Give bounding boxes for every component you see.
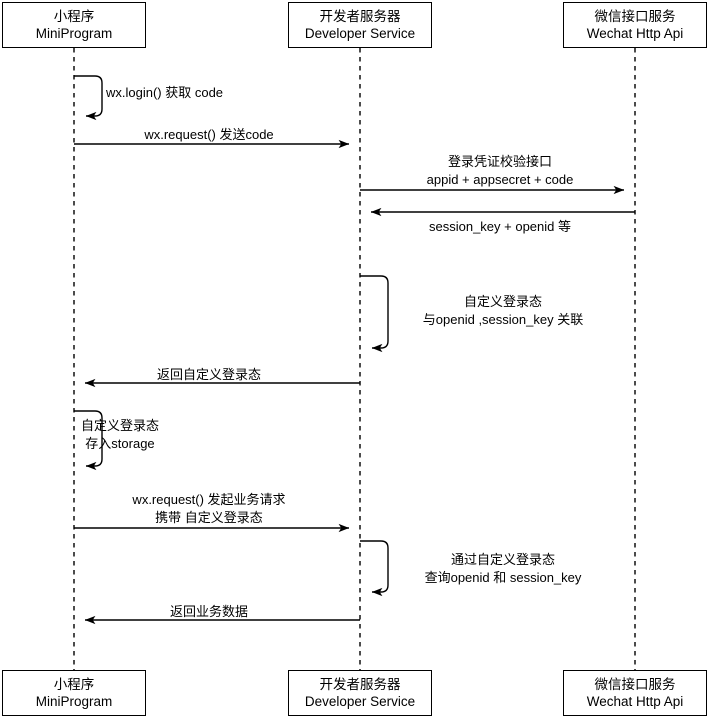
actor-label-cn: 微信接口服务 <box>594 676 676 692</box>
actor-label-en: MiniProgram <box>35 694 113 709</box>
arrow-msg-custom-login-state <box>360 275 389 353</box>
actor-label-en: Wechat Http Api <box>586 26 684 41</box>
actor-label-cn: 开发者服务器 <box>319 676 401 692</box>
actor-box-wechat-http-api-bottom[interactable]: 微信接口服务 Wechat Http Api <box>563 670 707 716</box>
label-msg-store-storage: 自定义登录态 存入storage <box>80 418 160 451</box>
actor-label-cn: 开发者服务器 <box>319 8 401 24</box>
actor-box-miniprogram-top[interactable]: 小程序 MiniProgram <box>2 2 146 48</box>
label-msg-query-openid: 通过自定义登录态 查询openid 和 session_key <box>424 552 582 585</box>
arrow-msg-wx-login <box>74 75 103 121</box>
actor-box-miniprogram-bottom[interactable]: 小程序 MiniProgram <box>2 670 146 716</box>
label-msg-wx-login: wx.login() 获取 code <box>106 85 224 100</box>
actor-box-wechat-http-api-top[interactable]: 微信接口服务 Wechat Http Api <box>563 2 707 48</box>
label-msg-custom-login-state: 自定义登录态 与openid ,session_key 关联 <box>422 294 584 327</box>
actor-label-cn: 小程序 <box>53 676 95 692</box>
actor-box-developer-service-top[interactable]: 开发者服务器 Developer Service <box>288 2 432 48</box>
label-msg-business-request: wx.request() 发起业务请求 携带 自定义登录态 <box>132 492 286 525</box>
label-msg-return-custom-login-state: 返回自定义登录态 <box>156 367 262 382</box>
actor-label-en: Wechat Http Api <box>586 694 684 709</box>
label-msg-code2session: 登录凭证校验接口 appid + appsecret + code <box>426 154 574 187</box>
actor-label-en: MiniProgram <box>35 26 113 41</box>
actor-label-en: Developer Service <box>304 26 416 41</box>
label-msg-session-key-return: session_key + openid 等 <box>428 219 572 234</box>
actor-label-en: Developer Service <box>304 694 416 709</box>
actor-box-developer-service-bottom[interactable]: 开发者服务器 Developer Service <box>288 670 432 716</box>
label-msg-send-code: wx.request() 发送code <box>144 127 274 142</box>
arrow-msg-store-storage <box>74 410 103 471</box>
label-msg-return-business-data: 返回业务数据 <box>169 604 249 619</box>
actor-label-cn: 微信接口服务 <box>594 8 676 24</box>
arrow-msg-query-openid <box>360 540 389 597</box>
actor-label-cn: 小程序 <box>53 8 95 24</box>
